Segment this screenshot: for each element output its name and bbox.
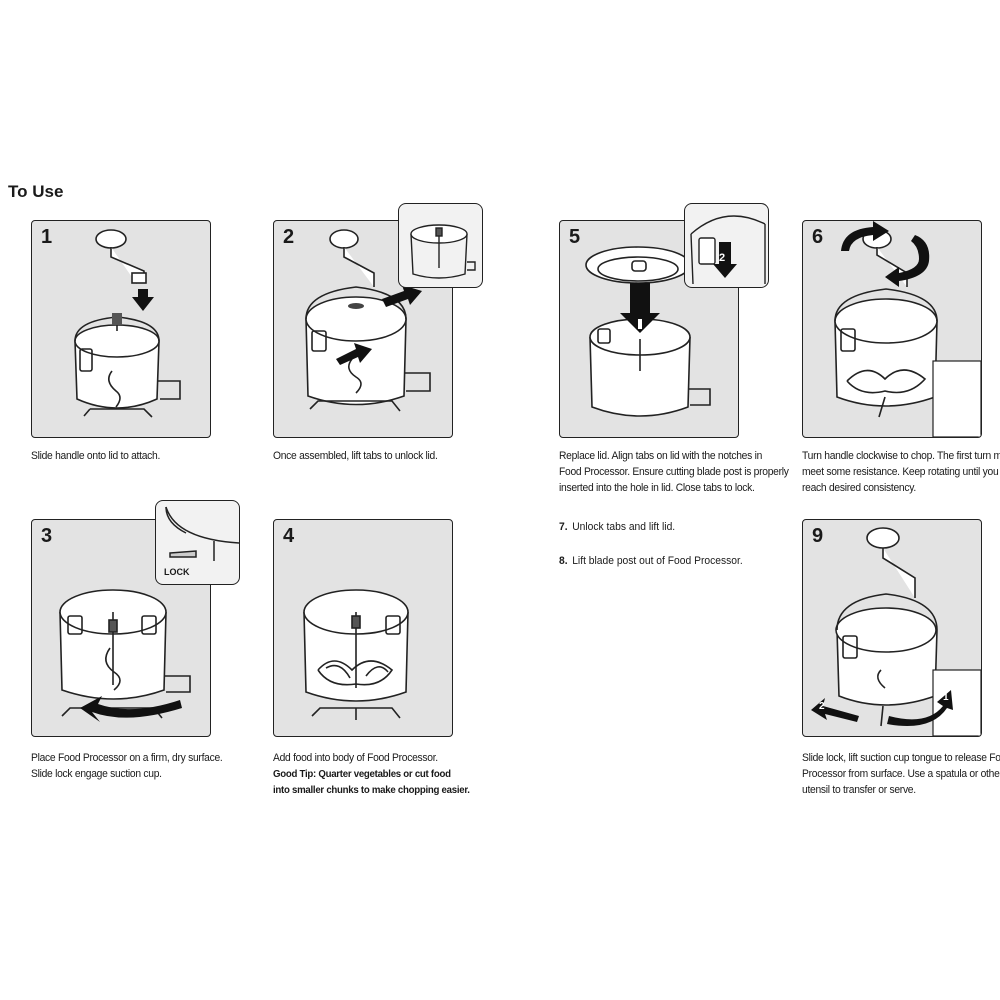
- caption-line: Turn handle clockwise to chop. The first…: [802, 450, 1000, 462]
- tab-detail-drawing: [690, 215, 766, 285]
- caption-line: Unlock tabs and lift lid.: [572, 521, 676, 533]
- step-1-illustration: 1: [31, 220, 211, 438]
- step-number: 4: [283, 525, 295, 547]
- caption-line: reach desired consistency.: [802, 482, 916, 494]
- step-9-illustration: 9 2 1: [802, 519, 982, 737]
- lock-label: LOCK: [164, 567, 190, 577]
- food-processor-drawing: [811, 527, 981, 736]
- tip-line: Good Tip: Quarter vegetables or cut food: [273, 768, 451, 780]
- step-number: 6: [812, 226, 824, 248]
- arrow-marker-label: 1: [943, 692, 949, 703]
- step-5-tab-inset: 2: [684, 203, 769, 288]
- step-number: 2: [283, 226, 295, 248]
- bowl-detail-drawing: [410, 224, 476, 279]
- step-2-detail-inset: [398, 203, 483, 288]
- arrow-marker-label: 2: [819, 701, 825, 712]
- food-processor-drawing: [59, 589, 191, 722]
- food-processor-drawing: [305, 229, 431, 412]
- food-processor-drawing: [74, 229, 181, 418]
- step-number: 1: [41, 226, 53, 248]
- lock-detail-drawing: [165, 506, 239, 561]
- tip-line: into smaller chunks to make chopping eas…: [273, 784, 470, 796]
- caption-line: Replace lid. Align tabs on lid with the …: [559, 450, 763, 462]
- caption-line: Once assembled, lift tabs to unlock lid.: [273, 450, 438, 462]
- caption-line: meet some resistance. Keep rotating unti…: [802, 466, 999, 478]
- step-3-lock-inset: LOCK: [155, 500, 240, 585]
- step-4-caption: Add food into body of Food Processor. Go…: [273, 750, 470, 798]
- step-7-text: 7. Unlock tabs and lift lid.: [559, 521, 675, 533]
- step-4-illustration: 4: [273, 519, 453, 737]
- caption-line: Slide lock engage suction cup.: [31, 768, 162, 780]
- step-number: 7.: [559, 521, 568, 533]
- step-number: 8.: [559, 555, 568, 567]
- step-number: 3: [41, 525, 53, 547]
- caption-line: Add food into body of Food Processor.: [273, 752, 438, 764]
- step-marker-label: 2: [719, 252, 726, 264]
- food-processor-drawing: [303, 589, 409, 720]
- step-1-caption: Slide handle onto lid to attach.: [31, 448, 160, 464]
- caption-line: Slide handle onto lid to attach.: [31, 450, 161, 462]
- caption-line: utensil to transfer or serve.: [802, 784, 916, 796]
- caption-line: Food Processor. Ensure cutting blade pos…: [559, 466, 789, 478]
- step-number: 9: [812, 525, 824, 547]
- caption-line: Slide lock, lift suction cup tongue to r…: [802, 752, 1000, 764]
- caption-line: Place Food Processor on a firm, dry surf…: [31, 752, 223, 764]
- food-processor-drawing: [585, 246, 711, 417]
- caption-line: Lift blade post out of Food Processor.: [572, 555, 743, 567]
- step-5-caption: Replace lid. Align tabs on lid with the …: [559, 448, 789, 496]
- caption-line: Processor from surface. Use a spatula or…: [802, 768, 1000, 780]
- step-number-value: 8: [559, 555, 565, 567]
- food-processor-drawing: [834, 221, 981, 437]
- step-5-illustration: 5: [559, 220, 739, 438]
- step-3-caption: Place Food Processor on a firm, dry surf…: [31, 750, 223, 782]
- step-number-value: 7: [559, 521, 565, 533]
- step-2-caption: Once assembled, lift tabs to unlock lid.: [273, 448, 438, 464]
- step-9-caption: Slide lock, lift suction cup tongue to r…: [802, 750, 1000, 798]
- step-8-text: 8. Lift blade post out of Food Processor.: [559, 555, 743, 567]
- step-number: 5: [569, 226, 581, 248]
- step-2-illustration: 2: [273, 220, 453, 438]
- step-6-illustration: 6: [802, 220, 982, 438]
- caption-line: inserted into the hole in lid. Close tab…: [559, 482, 755, 494]
- step-6-caption: Turn handle clockwise to chop. The first…: [802, 448, 1000, 496]
- page-title: To Use: [8, 182, 64, 201]
